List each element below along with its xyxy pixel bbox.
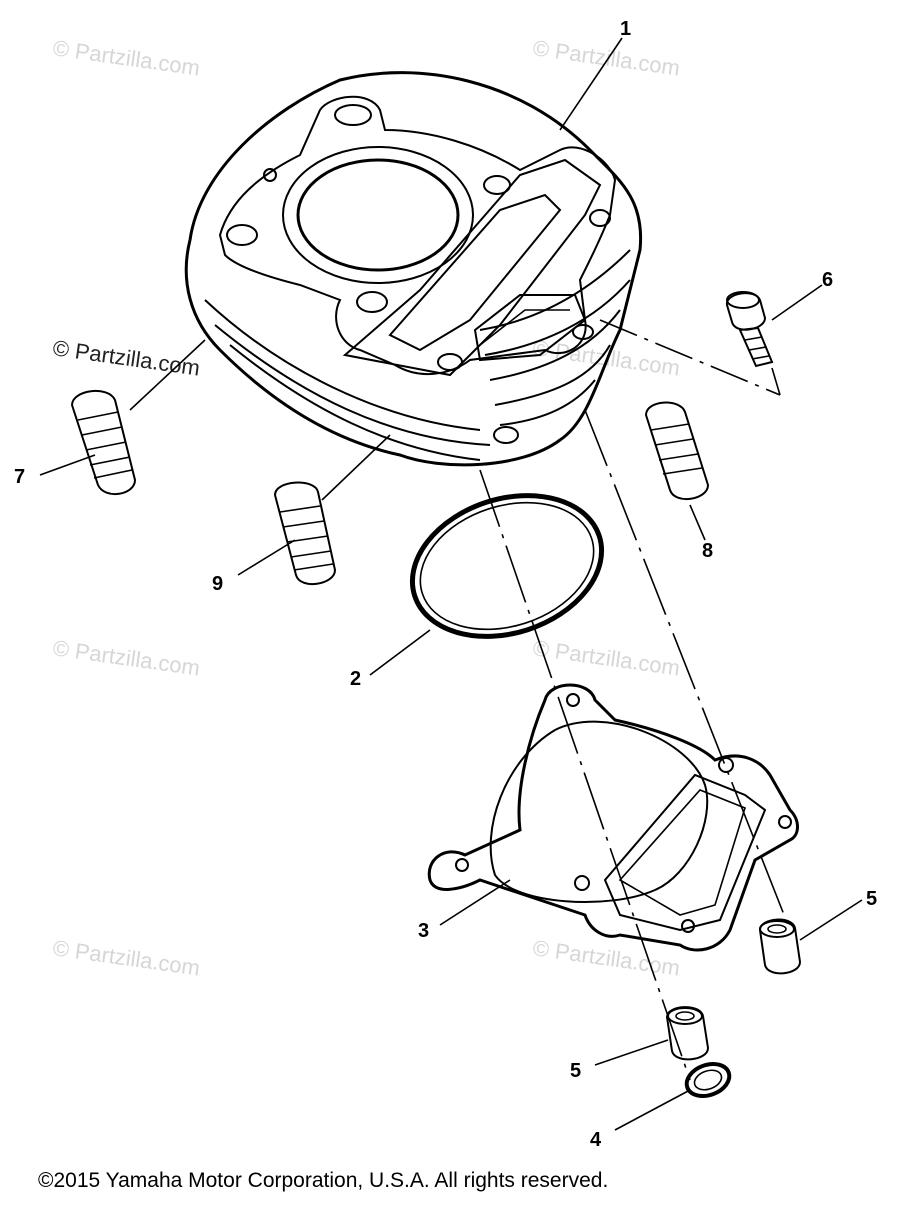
callout-9[interactable]: 9 bbox=[212, 573, 223, 595]
callout-8[interactable]: 8 bbox=[702, 540, 713, 562]
clip-4[interactable] bbox=[682, 1058, 734, 1101]
dowel-5-right[interactable] bbox=[758, 918, 802, 975]
dowel-pin-8[interactable] bbox=[644, 401, 710, 501]
gasket-3[interactable] bbox=[427, 683, 799, 952]
dowel-pin-7[interactable] bbox=[70, 389, 137, 495]
callout-1[interactable]: 1 bbox=[620, 18, 631, 40]
callout-5-right[interactable]: 5 bbox=[866, 888, 877, 910]
watermark: © Partzilla.com bbox=[51, 635, 201, 680]
watermarks: © Partzilla.com © Partzilla.com © Partzi… bbox=[51, 35, 681, 980]
centerlines bbox=[479, 319, 791, 1081]
watermark: © Partzilla.com bbox=[531, 35, 681, 80]
watermark: © Partzilla.com bbox=[51, 35, 201, 80]
callout-5-lower[interactable]: 5 bbox=[570, 1060, 581, 1082]
callout-6[interactable]: 6 bbox=[822, 269, 833, 291]
callout-3[interactable]: 3 bbox=[418, 920, 429, 942]
watermark: © Partzilla.com bbox=[531, 635, 681, 680]
leader-lines bbox=[39, 37, 863, 1131]
cylinder-part[interactable] bbox=[184, 71, 643, 467]
copyright-text: ©2015 Yamaha Motor Corporation, U.S.A. A… bbox=[38, 1169, 608, 1192]
bolt-6[interactable] bbox=[726, 291, 774, 368]
callout-4[interactable]: 4 bbox=[590, 1129, 602, 1151]
callouts: 1 2 3 4 5 5 6 7 8 9 bbox=[14, 18, 877, 1151]
callout-7[interactable]: 7 bbox=[14, 466, 25, 488]
callout-2[interactable]: 2 bbox=[350, 668, 361, 690]
o-ring-2[interactable] bbox=[394, 472, 620, 659]
watermark: © Partzilla.com bbox=[51, 335, 201, 380]
dowel-pin-9[interactable] bbox=[273, 481, 337, 586]
watermark: © Partzilla.com bbox=[51, 935, 201, 980]
